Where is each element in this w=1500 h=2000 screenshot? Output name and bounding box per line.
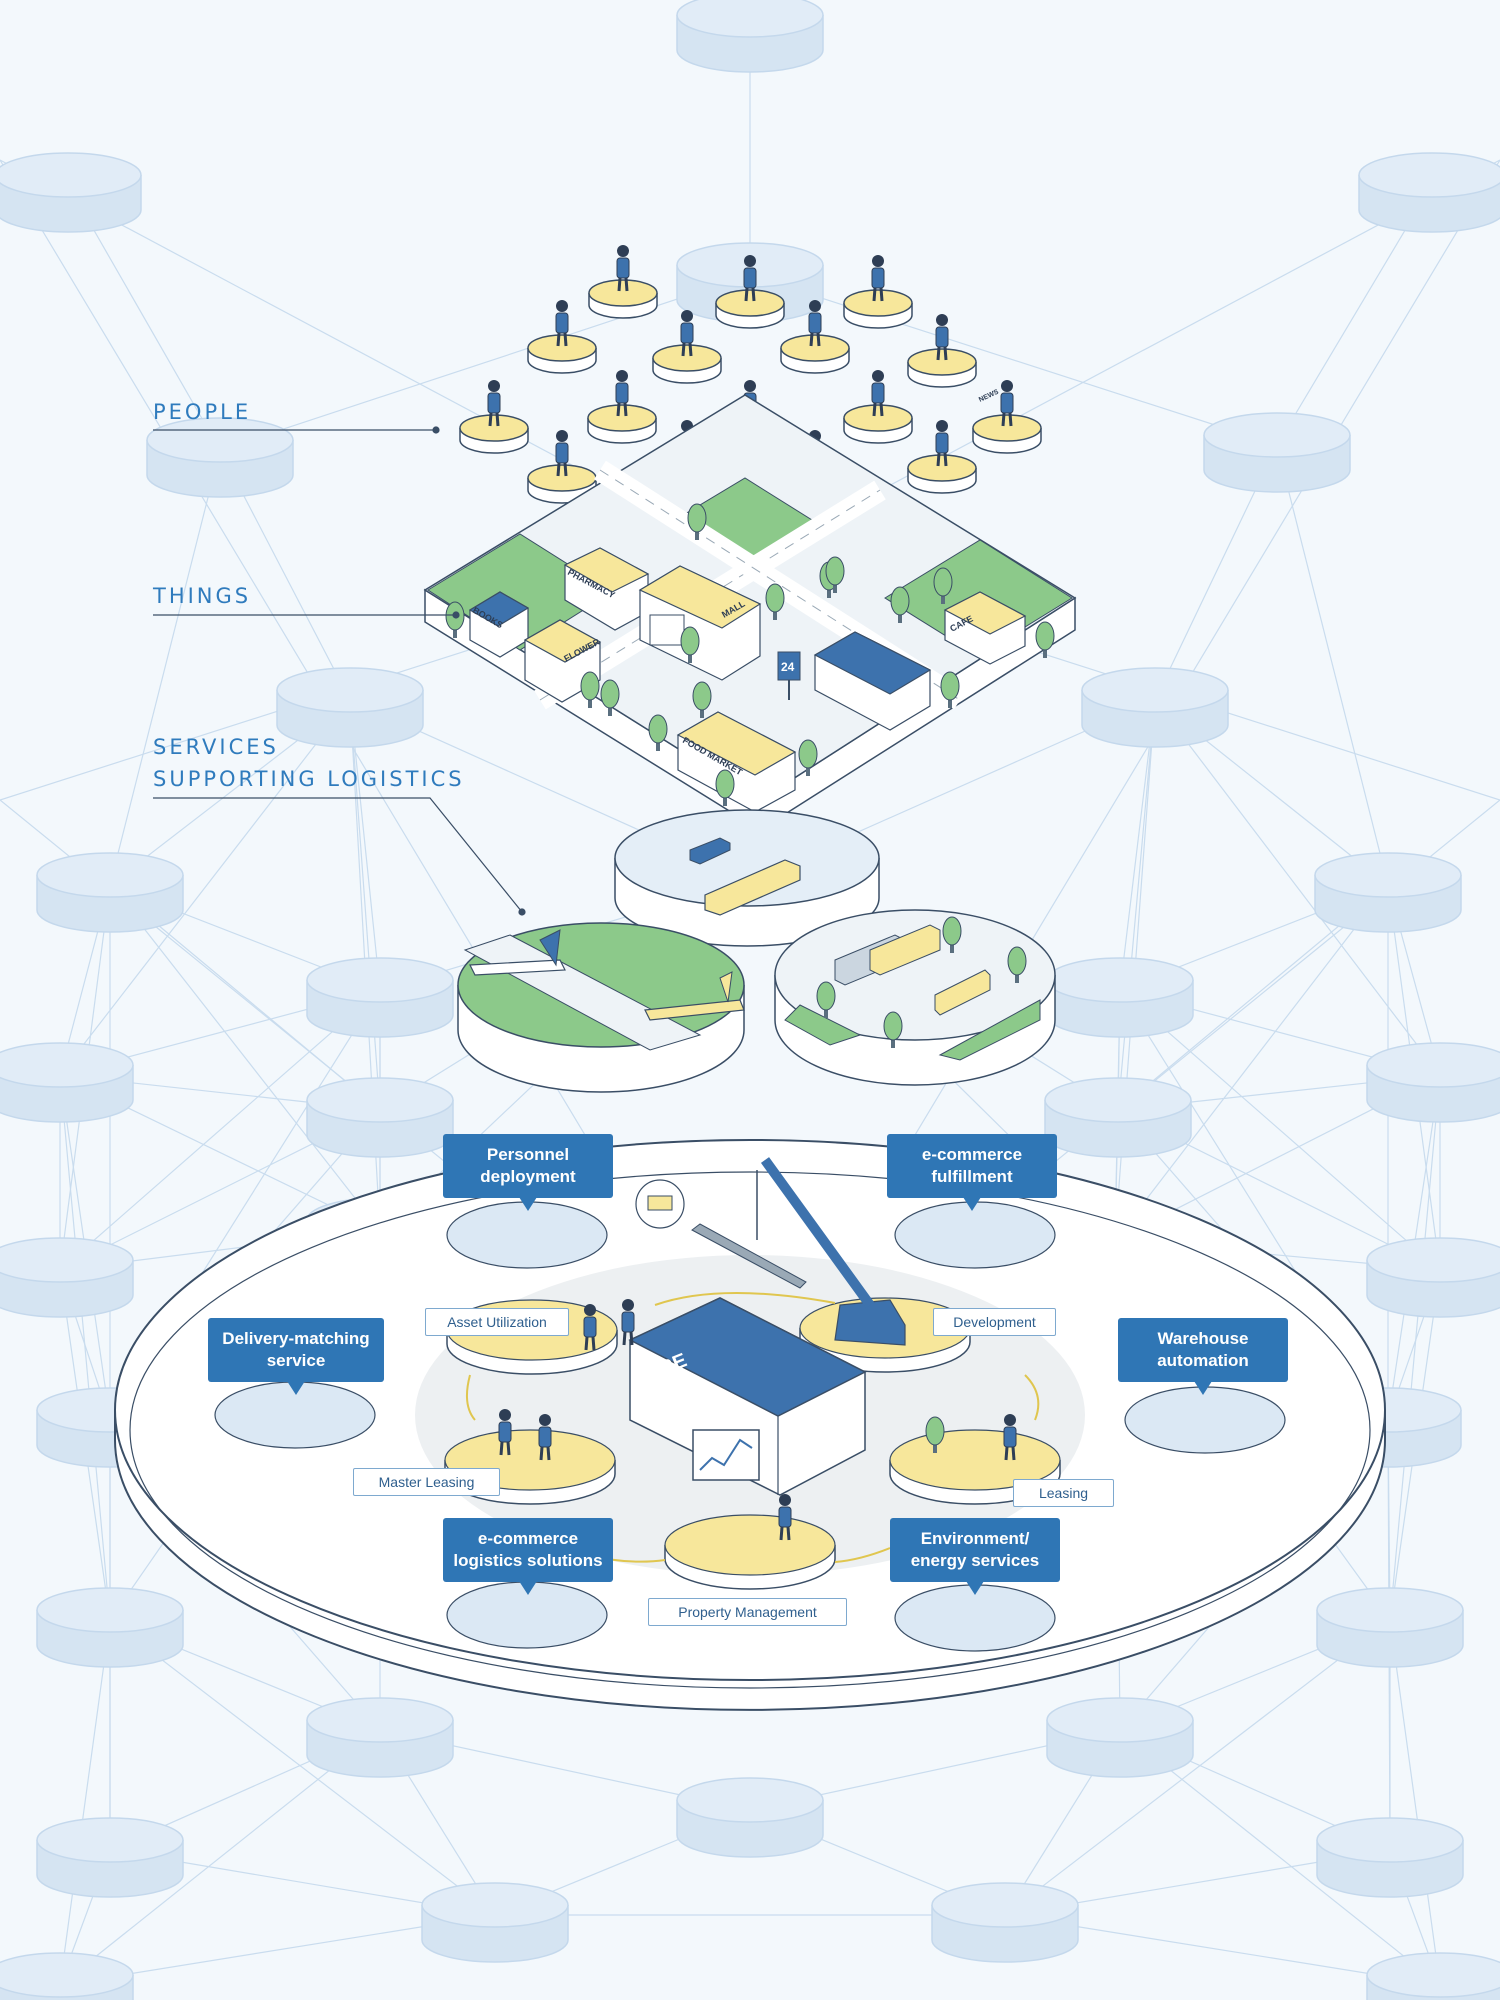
mesh-line	[749, 274, 1278, 446]
mesh-line	[59, 1729, 381, 1986]
services-label-line1: SERVICES	[153, 735, 279, 759]
network-node	[1366, 1237, 1500, 1318]
mesh-line	[349, 699, 381, 991]
service-delivery-matching: Delivery-matching service	[208, 1318, 384, 1395]
people-disc	[715, 289, 785, 329]
flower-building	[523, 619, 602, 703]
service-environment-energy: Environment/ energy services	[890, 1518, 1060, 1595]
sign-24	[777, 651, 801, 700]
people-disc	[780, 334, 850, 374]
mesh-line	[1154, 699, 1441, 1076]
cafe-building	[943, 591, 1027, 665]
trucking-disc	[774, 909, 1056, 1086]
mesh-line	[1276, 444, 1389, 886]
people-disc	[907, 454, 977, 494]
network-node	[676, 1777, 824, 1858]
function-leasing: Leasing	[1013, 1479, 1114, 1507]
network-node	[0, 1042, 134, 1123]
people-disc	[907, 348, 977, 388]
network-node	[1046, 1697, 1194, 1778]
mesh-line	[109, 1619, 496, 1916]
network-node	[931, 1882, 1079, 1963]
network-node	[1366, 1042, 1500, 1123]
people-disc	[843, 404, 913, 444]
convenience-store-building	[813, 631, 932, 731]
network-node	[306, 1697, 454, 1778]
function-asset-utilization: Asset Utilization	[425, 1308, 569, 1336]
function-master-leasing: Master Leasing	[353, 1468, 500, 1496]
mesh-line	[109, 449, 221, 886]
mesh-line	[1119, 699, 1156, 991]
mesh-line	[59, 699, 351, 1076]
pharmacy-building	[563, 547, 650, 631]
mesh-line	[1389, 1619, 1441, 1986]
network-node	[36, 1817, 184, 1898]
mesh-line	[1119, 989, 1441, 1271]
mesh-line	[109, 884, 381, 1231]
service-ecommerce-logistics-solutions: e-commerce logistics solutions	[443, 1518, 613, 1595]
network-node	[0, 152, 142, 233]
people-disc	[527, 334, 597, 374]
mesh-line	[1389, 1074, 1441, 1621]
network-node	[306, 1077, 454, 1158]
network-node	[0, 1952, 134, 2000]
network-node	[676, 0, 824, 73]
mesh-line	[1117, 699, 1156, 1111]
network-node	[36, 1587, 184, 1668]
function-development: Development	[933, 1308, 1056, 1336]
people-disc	[587, 404, 657, 444]
label-things: THINGS	[153, 584, 252, 608]
network-node	[1314, 852, 1462, 933]
function-property-management: Property Management	[648, 1598, 847, 1626]
service-ecommerce-fulfillment: e-commerce fulfillment	[887, 1134, 1057, 1211]
network-node	[1358, 152, 1500, 233]
mall-building	[638, 565, 762, 681]
mesh-line	[59, 1619, 111, 1986]
network-node	[1366, 1952, 1500, 2000]
airport-disc	[457, 922, 745, 1093]
network-node	[0, 1237, 134, 1318]
people-disc	[972, 414, 1042, 454]
mesh-line	[59, 989, 381, 1271]
mesh-line	[1119, 1729, 1441, 1986]
label-people: PEOPLE	[153, 400, 252, 424]
network-node	[36, 852, 184, 933]
sea-port-disc	[614, 809, 880, 947]
network-node	[421, 1882, 569, 1963]
people-disc	[843, 289, 913, 329]
services-label-line2: SUPPORTING LOGISTICS	[153, 767, 465, 791]
mesh-line	[219, 274, 751, 451]
mesh-line	[59, 1074, 111, 1621]
network-node	[306, 957, 454, 1038]
network-node	[1316, 1587, 1464, 1668]
store-24-sign: 24	[781, 660, 795, 674]
people-disc	[588, 279, 658, 319]
mesh-line	[1004, 1619, 1391, 1916]
network-node	[1081, 667, 1229, 748]
service-personnel-deployment: Personnel deployment	[443, 1134, 613, 1211]
things-city-block	[423, 394, 1077, 831]
mesh-line	[1114, 884, 1389, 1241]
books-building	[468, 591, 530, 658]
network-node	[1044, 1077, 1192, 1158]
mesh-line	[349, 699, 381, 1111]
network-node	[1203, 412, 1351, 493]
people-disc	[459, 414, 529, 454]
people-disc	[652, 344, 722, 384]
network-node	[1316, 1817, 1464, 1898]
service-warehouse-automation: Warehouse automation	[1118, 1318, 1288, 1395]
label-services-supporting-logistics: SERVICES SUPPORTING LOGISTICS	[153, 731, 465, 795]
news-sign: NEWS	[978, 388, 1000, 403]
label-leader-lines	[153, 426, 526, 916]
network-node	[1046, 957, 1194, 1038]
